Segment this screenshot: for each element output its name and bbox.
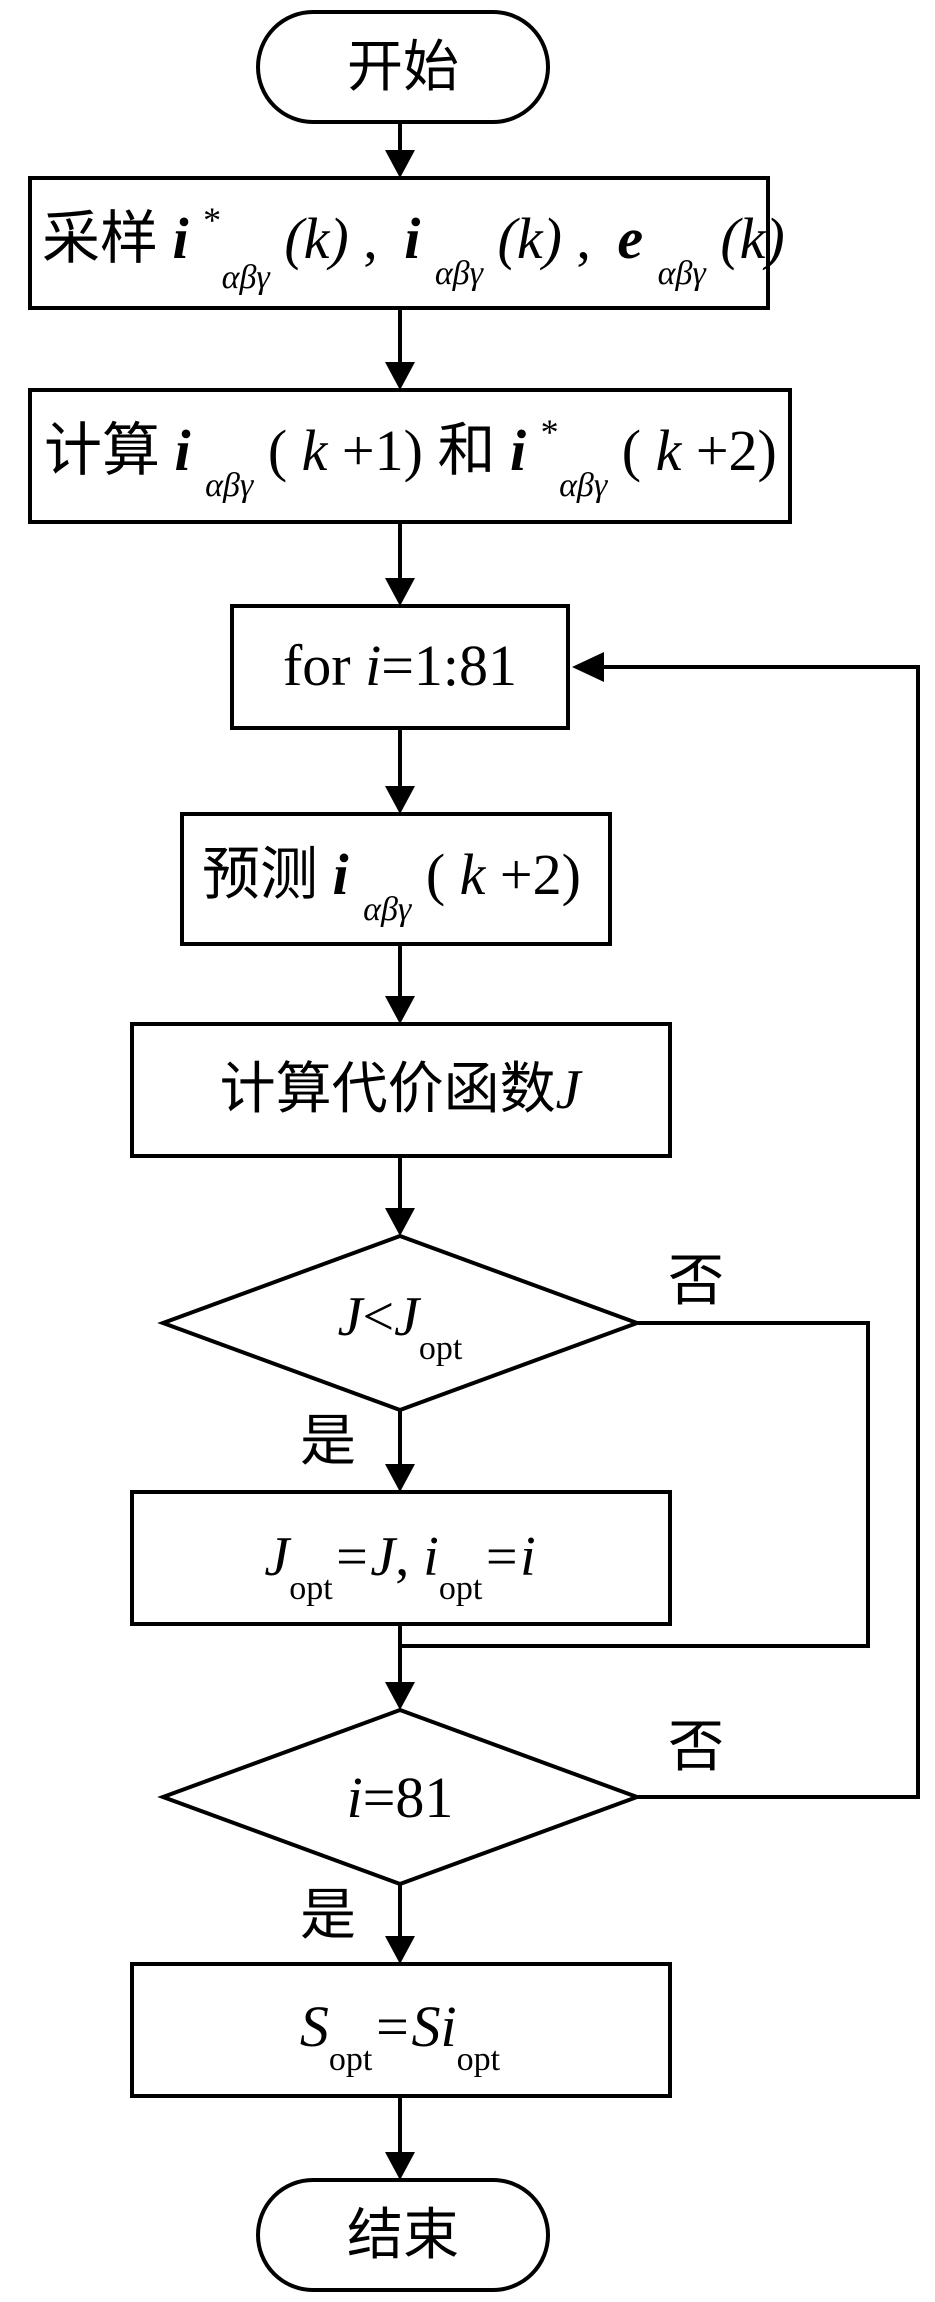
arrow-head <box>385 1208 415 1236</box>
update-comma: , <box>395 1526 423 1588</box>
predict-i: i <box>333 842 349 907</box>
update-eqJ: =J <box>333 1526 399 1588</box>
calc-k-1: k <box>302 418 329 483</box>
arrow-head <box>385 786 415 814</box>
start-label: 开始 <box>347 35 459 100</box>
decision2-yes-label: 是 <box>300 1883 356 1948</box>
sample-box <box>28 176 770 310</box>
decision1-J: J <box>338 1286 366 1348</box>
sample-sub-1: αβγ <box>222 259 272 296</box>
arrow-head <box>385 2152 415 2180</box>
arrow-head <box>385 362 415 390</box>
calc-open-1: ( <box>268 418 287 483</box>
decision2-no-label: 否 <box>668 1715 724 1780</box>
decision1-opt: opt <box>419 1330 463 1367</box>
end-terminal <box>256 2178 550 2292</box>
update-text: Jopt=J, iopt=i <box>264 1526 535 1607</box>
sample-arg-3: (k) <box>720 206 784 271</box>
calc-sub-1: αβγ <box>205 467 255 504</box>
arrow-head <box>385 996 415 1024</box>
sample-text: 采样 i * αβγ (k) , i αβγ (k) , e αβγ (k) <box>42 180 785 301</box>
sample-sub-3: αβγ <box>658 255 708 292</box>
sample-sub-2: αβγ <box>435 255 485 292</box>
decision2-i: i <box>347 1765 363 1830</box>
sample-comma-1: , <box>363 206 378 271</box>
update-opt-1: opt <box>289 1570 333 1607</box>
arrow-head <box>385 578 415 606</box>
decision2-no-branch <box>604 665 920 1799</box>
loop-range: =1:81 <box>381 633 517 698</box>
predict-plus2: +2) <box>500 842 581 907</box>
decision1-lt: < <box>362 1286 394 1348</box>
calc-i-ref: i <box>510 418 526 483</box>
arrow-head <box>385 1464 415 1492</box>
predict-prefix: 预测 <box>202 840 318 908</box>
update-i: i <box>423 1526 439 1588</box>
select-text: Sopt=Siopt <box>300 1994 501 2078</box>
decision2-eq81: =81 <box>363 1765 454 1830</box>
calc-k-2: k <box>656 418 683 483</box>
calc-plus1: +1) <box>342 418 423 483</box>
sample-e: e <box>617 206 643 271</box>
select-opt-1: opt <box>329 2041 373 2078</box>
sample-comma-2: , <box>576 206 591 271</box>
calc-and: 和 <box>437 416 495 484</box>
select-opt-2: opt <box>457 2041 501 2078</box>
calc-prefix: 计算 <box>44 416 160 484</box>
loop-for: for <box>283 633 365 698</box>
update-opt-2: opt <box>439 1570 483 1607</box>
sample-star: * <box>203 200 221 240</box>
calc-open-2: ( <box>622 418 641 483</box>
calc-i: i <box>175 418 191 483</box>
sample-prefix: 采样 <box>42 204 158 272</box>
arrow-head <box>385 1936 415 1964</box>
calc-box <box>28 388 792 524</box>
start-terminal <box>256 10 550 124</box>
select-i: i <box>441 1994 457 2059</box>
select-S: S <box>300 1994 329 2059</box>
sample-arg-2: (k) <box>498 206 562 271</box>
decision1-yes-label: 是 <box>300 1409 356 1474</box>
sample-i: i <box>404 206 420 271</box>
decision1-J2: J <box>394 1286 422 1348</box>
calc-sub-2: αβγ <box>559 467 609 504</box>
cost-prefix: 计算代价函数 <box>220 1057 556 1122</box>
calc-star: * <box>541 412 559 452</box>
cost-J: J <box>556 1059 584 1121</box>
sample-arg-1: (k) <box>284 206 348 271</box>
decision1-text: J<Jopt <box>338 1286 463 1367</box>
arrow-head <box>385 150 415 178</box>
decision1-no-label: 否 <box>668 1249 724 1314</box>
end-label: 结束 <box>347 2203 459 2268</box>
decision2-text: i=81 <box>347 1765 454 1830</box>
sample-i-ref: i <box>173 206 189 271</box>
predict-text: 预测 i αβγ ( k +2) <box>202 840 581 933</box>
calc-text: 计算 i αβγ ( k +1) 和 i * αβγ ( k +2) <box>44 392 777 509</box>
update-eqi: =i <box>482 1526 535 1588</box>
decision1-no-branch <box>400 1321 870 1648</box>
select-box <box>130 1962 672 2098</box>
cost-text: 计算代价函数J <box>220 1057 584 1122</box>
select-eq: =S <box>372 1994 440 2059</box>
arrow-head <box>385 1682 415 1710</box>
loop-text: for i=1:81 <box>283 633 517 698</box>
calc-plus2: +2) <box>696 418 777 483</box>
loop-i: i <box>365 633 381 698</box>
predict-k: k <box>460 842 487 907</box>
loop-back-arrow-head <box>572 652 604 682</box>
predict-box <box>180 812 612 946</box>
predict-sub: αβγ <box>363 891 413 928</box>
predict-open: ( <box>426 842 445 907</box>
update-J: J <box>264 1526 292 1588</box>
